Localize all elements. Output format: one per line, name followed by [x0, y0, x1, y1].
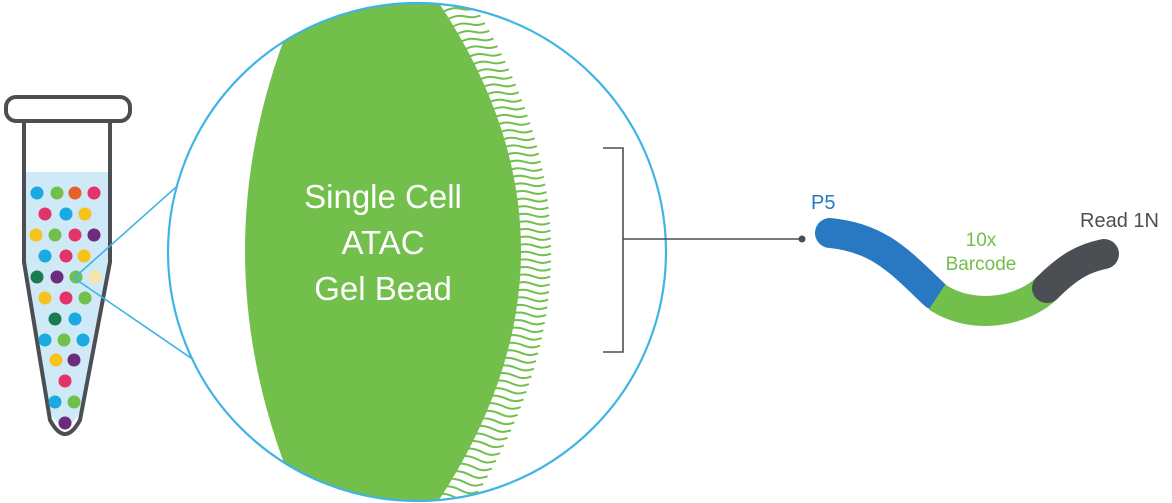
tube-bead-dot [49, 353, 63, 367]
tube-bead-dot [68, 186, 82, 200]
tube-bead-dot [87, 228, 101, 242]
bead-label-line3: Gel Bead [314, 270, 452, 307]
tube-bead-dot [77, 249, 91, 263]
barcode-segment [928, 276, 1058, 326]
tube-bead-dot [38, 333, 52, 347]
tube-bead-dot [38, 249, 52, 263]
barcode-label-line2: Barcode [946, 254, 1017, 275]
bracket-pointer [603, 147, 806, 353]
tube-bead-dot [30, 270, 44, 284]
tube-bead-dot [30, 186, 44, 200]
tube-body [22, 120, 112, 436]
tube-bead-dot [68, 312, 82, 326]
tube-bead-dot [68, 228, 82, 242]
tube-bead-dot [87, 186, 101, 200]
tube-beads [29, 186, 102, 430]
tube-bead-dot [38, 291, 52, 305]
tube-bead-dot [78, 207, 92, 221]
p5-segment [815, 218, 950, 310]
microcentrifuge-tube-icon [4, 95, 132, 436]
oligo-construct [815, 218, 1119, 326]
p5-label: P5 [811, 192, 835, 214]
tube-bead-dot [88, 270, 102, 284]
tube-bead-dot [67, 353, 81, 367]
barcode-label-line1: 10x [966, 230, 997, 251]
tube-bead-dot [59, 249, 73, 263]
tube-bead-dot [59, 207, 73, 221]
tube-bead-dot [57, 333, 71, 347]
tube-bead-dot [58, 374, 72, 388]
bead-label-line2: ATAC [341, 224, 424, 261]
tube-bead-dot [48, 228, 62, 242]
tube-bead-dot [29, 228, 43, 242]
tube-bead-dot [58, 416, 72, 430]
tube-bead-dot [50, 270, 64, 284]
tube-bead-dot [76, 333, 90, 347]
read1n-label: Read 1N [1080, 210, 1159, 232]
bead-label-line1: Single Cell [304, 178, 462, 215]
tube-bead-dot [50, 186, 64, 200]
tube-bead-dot [48, 395, 62, 409]
tube-bead-dot [67, 395, 81, 409]
tube-bead-dot [38, 207, 52, 221]
zoom-circle [166, 1, 668, 503]
tube-cap [4, 95, 132, 123]
gel-bead [245, 3, 521, 501]
tube-bead-dot [59, 291, 73, 305]
tube-bead-dot [48, 312, 62, 326]
read1n-segment [1032, 239, 1119, 303]
tube-bead-dot [78, 291, 92, 305]
